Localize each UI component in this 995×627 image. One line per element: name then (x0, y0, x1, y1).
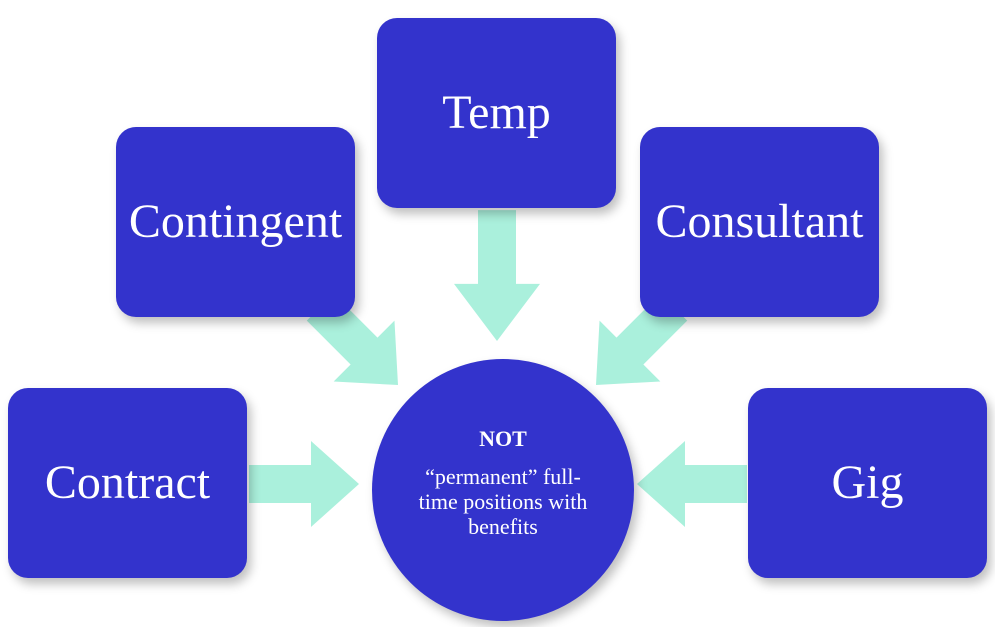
contingent-label: Contingent (128, 195, 343, 248)
hub-description: “permanent” full-time positions with ben… (418, 464, 588, 539)
contract-label: Contract (44, 456, 211, 509)
gig-label: Gig (831, 456, 904, 509)
arrow-gig (637, 441, 747, 527)
consultant-label: Consultant (655, 195, 864, 248)
temp-label: Temp (442, 86, 551, 139)
consultant-box: Consultant (640, 127, 879, 317)
temp-box: Temp (377, 18, 616, 208)
hub-heading: NOT (479, 425, 527, 451)
arrow-contract (249, 441, 359, 527)
arrow-temp (454, 210, 540, 341)
contract-box: Contract (8, 388, 247, 578)
contingent-box: Contingent (116, 127, 355, 317)
gig-box: Gig (748, 388, 987, 578)
center-circle: NOT “permanent” full-time positions with… (372, 359, 634, 621)
